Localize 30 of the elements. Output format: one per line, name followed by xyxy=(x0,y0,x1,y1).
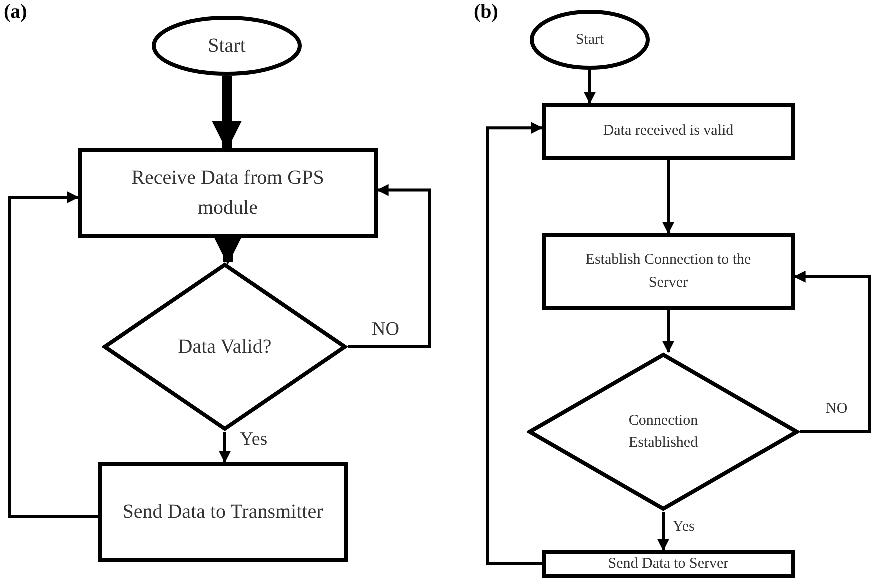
panel-label: (a) xyxy=(4,2,28,22)
panel-label: (b) xyxy=(474,2,498,22)
node-label: Send Data to Server xyxy=(608,554,729,574)
arrow xyxy=(662,160,674,234)
node-label: Establish Connection to the Server xyxy=(584,251,752,292)
node-label: Data Valid? xyxy=(178,335,272,360)
process-box xyxy=(542,103,795,160)
node-label: Start xyxy=(576,30,604,50)
decision-diamond xyxy=(102,262,348,432)
node-label: Send Data to Transmitter xyxy=(122,500,324,525)
decision-diamond xyxy=(527,352,800,512)
arrow xyxy=(219,432,231,464)
arrow xyxy=(658,512,670,552)
node-label: Data received is valid xyxy=(603,122,734,142)
arrow xyxy=(794,270,872,434)
node-label: Start xyxy=(208,34,246,59)
arrow xyxy=(662,310,674,354)
start-terminal xyxy=(152,16,302,76)
start-terminal xyxy=(530,10,650,70)
node-label: Receive Data from GPS module xyxy=(130,166,326,221)
process-box xyxy=(542,233,795,310)
process-box xyxy=(542,550,795,578)
process-box xyxy=(78,148,378,238)
arrow xyxy=(212,76,242,151)
arrow xyxy=(8,192,98,518)
arrow xyxy=(584,70,596,104)
arrow xyxy=(348,184,432,348)
arrow xyxy=(486,122,544,566)
process-box xyxy=(98,462,348,562)
node-label: Connection Established xyxy=(628,412,700,453)
